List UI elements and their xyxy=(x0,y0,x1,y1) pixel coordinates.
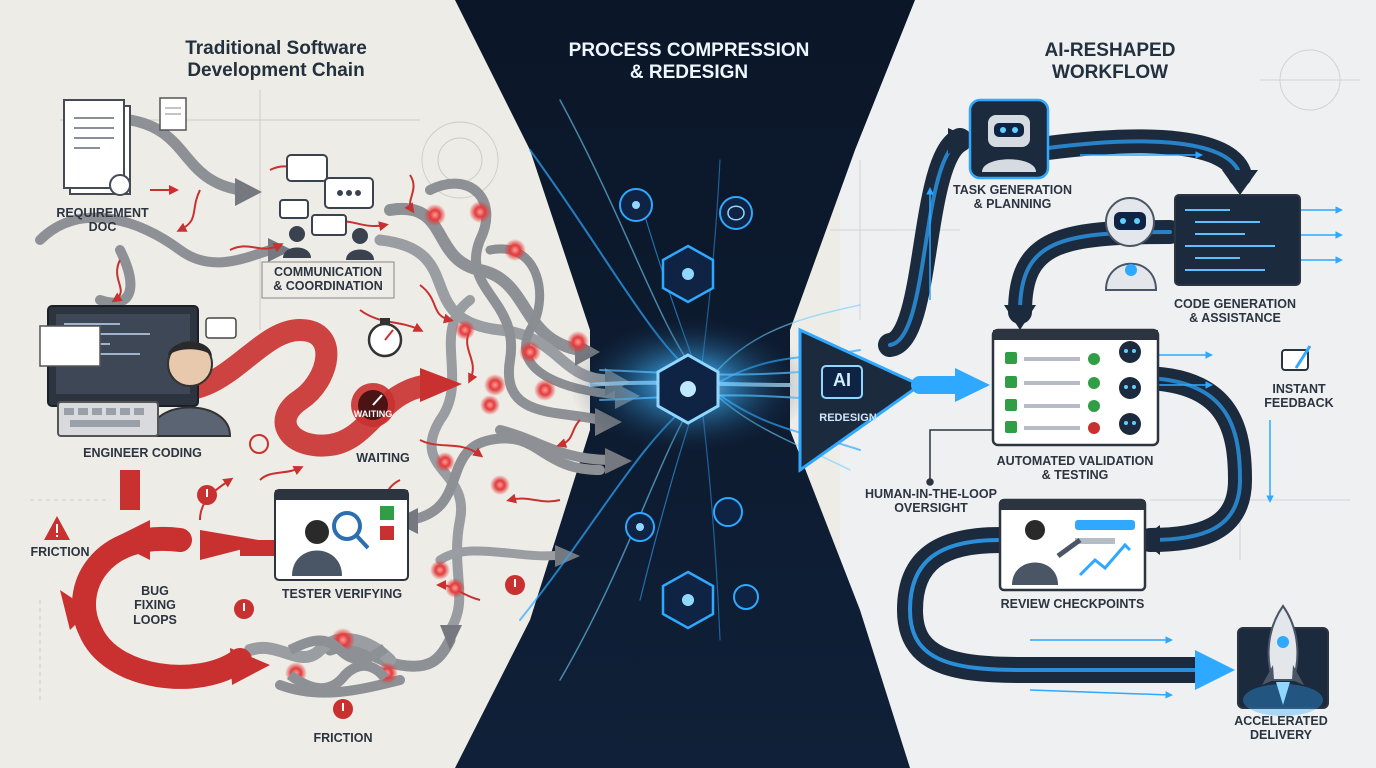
friction-left-label: FRICTION xyxy=(30,545,90,559)
human-loop-label: HUMAN-IN-THE-LOOP OVERSIGHT xyxy=(865,487,997,516)
magnifier-icon xyxy=(332,511,362,541)
small-document-icon xyxy=(159,97,187,131)
rocket-icon xyxy=(1237,604,1329,716)
accelerated-delivery-label: ACCELERATED DELIVERY xyxy=(1234,714,1328,743)
communication-frame xyxy=(261,261,395,299)
alert-icons xyxy=(197,434,525,719)
document-icon xyxy=(63,99,131,196)
tester-card xyxy=(274,489,409,581)
task-generation-label: TASK GENERATION & PLANNING xyxy=(953,183,1072,212)
gray-tangle-arrows xyxy=(35,114,625,698)
code-generation-label: CODE GENERATION & ASSISTANCE xyxy=(1174,297,1296,326)
bug-loop-arrow xyxy=(60,470,270,689)
chat-bubbles-icon xyxy=(279,154,374,236)
ai-redesign-arrow xyxy=(798,327,923,473)
warning-icon xyxy=(44,516,70,540)
feedback-icon xyxy=(1281,345,1312,371)
oversight-connector xyxy=(926,429,995,486)
requirement-doc-label: REQUIREMENT DOC xyxy=(56,206,149,235)
robot-icon xyxy=(968,98,1050,180)
waiting-gauge-label: WAITING xyxy=(353,409,393,419)
speech-bubble-icon xyxy=(205,317,237,339)
friction-bottom-label: FRICTION xyxy=(313,731,373,745)
people-icon xyxy=(283,226,374,260)
left-blueprint-lines xyxy=(30,90,499,700)
instant-feedback-label: INSTANT FEEDBACK xyxy=(1264,382,1334,411)
friction-glow-dots xyxy=(285,201,589,684)
blue-thin-arrows xyxy=(926,151,1343,699)
center-section-title: PROCESS COMPRESSION & REDESIGN xyxy=(568,40,810,83)
keyboard-icon xyxy=(57,401,159,437)
bug-loops-label: BUG FIXING LOOPS xyxy=(133,584,177,627)
left-section-title: Traditional Software Development Chain xyxy=(185,38,367,81)
dashboard-icon xyxy=(998,498,1147,592)
communication-label: COMMUNICATION & COORDINATION xyxy=(273,265,383,294)
brain-icon xyxy=(719,196,753,230)
ai-chip-icon xyxy=(821,365,863,399)
stopwatch-icon xyxy=(367,318,403,358)
tester-label: TESTER VERIFYING xyxy=(281,587,403,601)
review-checkpoints-label: REVIEW CHECKPOINTS xyxy=(1000,597,1145,611)
blue-arrowheads xyxy=(948,128,1258,690)
redesign-label: REDESIGN xyxy=(819,412,877,424)
monitor-icon xyxy=(39,305,199,420)
friction-diamond xyxy=(287,635,389,694)
ai-badge: AI xyxy=(833,370,851,390)
blue-flow-bands xyxy=(878,128,1253,683)
right-section-title: AI-RESHAPED WORKFLOW xyxy=(1044,40,1176,83)
code-screen-icon xyxy=(1174,194,1301,286)
checklist-icon xyxy=(991,328,1160,447)
gauge-icon xyxy=(351,383,395,427)
engineer-coding-label: ENGINEER CODING xyxy=(83,446,202,460)
assistant-robot-icon xyxy=(1104,197,1158,291)
waiting-label: WAITING xyxy=(356,451,410,465)
automated-validation-label: AUTOMATED VALIDATION & TESTING xyxy=(996,454,1154,483)
center-node-icons xyxy=(619,188,759,630)
